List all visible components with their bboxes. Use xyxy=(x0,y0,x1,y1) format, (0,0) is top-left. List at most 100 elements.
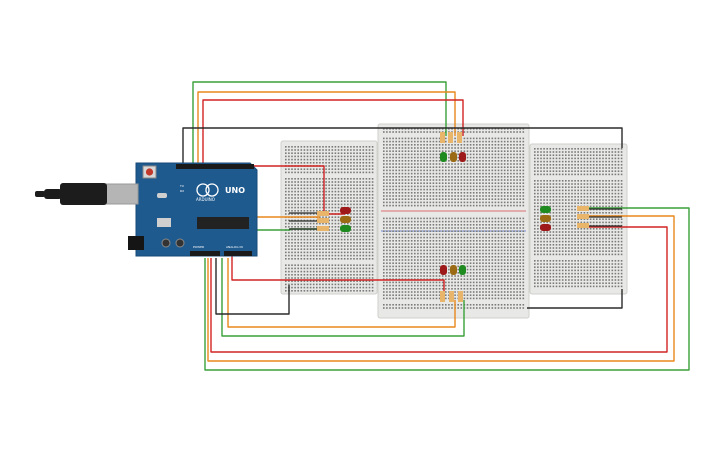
breadboard-hole[interactable] xyxy=(565,231,567,233)
breadboard-hole[interactable] xyxy=(485,140,487,143)
breadboard-hole[interactable] xyxy=(451,252,453,255)
breadboard-hole[interactable] xyxy=(325,162,327,164)
breadboard-hole[interactable] xyxy=(500,243,503,245)
breadboard-hole[interactable] xyxy=(291,194,293,196)
breadboard-hole[interactable] xyxy=(417,176,419,178)
breadboard-hole[interactable] xyxy=(432,307,435,309)
breadboard-hole[interactable] xyxy=(347,171,349,174)
breadboard-hole[interactable] xyxy=(522,230,525,232)
breadboard-hole[interactable] xyxy=(463,179,466,181)
breadboard-hole[interactable] xyxy=(404,166,407,168)
breadboard-hole[interactable] xyxy=(510,224,512,226)
breadboard-hole[interactable] xyxy=(596,164,598,166)
breadboard-hole[interactable] xyxy=(362,162,365,164)
breadboard-hole[interactable] xyxy=(306,155,309,158)
breadboard-hole[interactable] xyxy=(583,148,586,150)
breadboard-hole[interactable] xyxy=(407,137,410,140)
breadboard-hole[interactable] xyxy=(574,186,576,188)
breadboard-hole[interactable] xyxy=(337,277,340,279)
breadboard-hole[interactable] xyxy=(599,180,601,182)
breadboard-hole[interactable] xyxy=(555,148,558,150)
breadboard-hole[interactable] xyxy=(555,260,558,262)
breadboard-hole[interactable] xyxy=(322,238,324,241)
breadboard-hole[interactable] xyxy=(558,269,561,272)
breadboard-hole[interactable] xyxy=(417,259,419,261)
breadboard-hole[interactable] xyxy=(472,192,475,194)
breadboard-hole[interactable] xyxy=(485,128,487,130)
breadboard-hole[interactable] xyxy=(507,147,509,149)
breadboard-hole[interactable] xyxy=(516,128,518,130)
breadboard-hole[interactable] xyxy=(516,160,518,162)
breadboard-hole[interactable] xyxy=(466,140,469,143)
breadboard-hole[interactable] xyxy=(423,288,425,290)
breadboard-hole[interactable] xyxy=(513,240,515,242)
breadboard-hole[interactable] xyxy=(350,267,352,270)
breadboard-hole[interactable] xyxy=(522,307,525,309)
breadboard-hole[interactable] xyxy=(312,149,315,151)
breadboard-hole[interactable] xyxy=(494,137,497,140)
breadboard-hole[interactable] xyxy=(592,164,595,166)
breadboard-hole[interactable] xyxy=(325,181,327,183)
breadboard-hole[interactable] xyxy=(476,220,478,223)
breadboard-hole[interactable] xyxy=(438,172,441,175)
breadboard-hole[interactable] xyxy=(401,185,404,188)
breadboard-hole[interactable] xyxy=(407,240,410,242)
breadboard-hole[interactable] xyxy=(356,283,358,286)
breadboard-hole[interactable] xyxy=(451,172,453,175)
breadboard-hole[interactable] xyxy=(519,131,521,133)
breadboard-hole[interactable] xyxy=(507,284,509,287)
breadboard-hole[interactable] xyxy=(319,187,321,190)
breadboard-hole[interactable] xyxy=(549,282,552,284)
breadboard-hole[interactable] xyxy=(614,272,617,275)
breadboard-hole[interactable] xyxy=(368,158,371,161)
breadboard-hole[interactable] xyxy=(605,199,607,201)
breadboard-hole[interactable] xyxy=(507,240,509,242)
breadboard-hole[interactable] xyxy=(614,148,617,150)
breadboard-hole[interactable] xyxy=(303,251,306,254)
breadboard-hole[interactable] xyxy=(497,144,500,146)
breadboard-hole[interactable] xyxy=(608,263,610,265)
breadboard-hole[interactable] xyxy=(312,232,315,234)
breadboard-hole[interactable] xyxy=(497,185,500,188)
breadboard-hole[interactable] xyxy=(414,252,416,255)
breadboard-hole[interactable] xyxy=(466,147,469,149)
breadboard-hole[interactable] xyxy=(319,277,321,279)
breadboard-hole[interactable] xyxy=(522,297,525,300)
breadboard-hole[interactable] xyxy=(368,213,371,215)
breadboard-hole[interactable] xyxy=(537,183,539,185)
breadboard-hole[interactable] xyxy=(549,189,552,192)
breadboard-hole[interactable] xyxy=(343,238,346,241)
breadboard-hole[interactable] xyxy=(463,185,466,188)
breadboard-hole[interactable] xyxy=(365,264,368,266)
breadboard-hole[interactable] xyxy=(350,258,352,260)
breadboard-hole[interactable] xyxy=(316,203,318,206)
breadboard-hole[interactable] xyxy=(503,246,506,248)
breadboard-hole[interactable] xyxy=(288,149,290,151)
breadboard-hole[interactable] xyxy=(546,151,548,153)
breadboard-hole[interactable] xyxy=(328,178,330,180)
breadboard-hole[interactable] xyxy=(353,194,355,196)
breadboard-hole[interactable] xyxy=(503,233,506,236)
breadboard-hole[interactable] xyxy=(398,236,401,239)
breadboard-hole[interactable] xyxy=(404,195,407,197)
breadboard-hole[interactable] xyxy=(398,281,401,284)
breadboard-hole[interactable] xyxy=(392,230,394,232)
breadboard-hole[interactable] xyxy=(620,282,623,284)
breadboard-hole[interactable] xyxy=(404,240,407,242)
breadboard-hole[interactable] xyxy=(549,154,552,156)
breadboard-hole[interactable] xyxy=(368,254,371,257)
breadboard-hole[interactable] xyxy=(463,275,466,277)
breadboard-hole[interactable] xyxy=(448,128,450,130)
breadboard-hole[interactable] xyxy=(309,206,312,209)
breadboard-hole[interactable] xyxy=(586,186,589,188)
breadboard-hole[interactable] xyxy=(407,246,410,248)
breadboard-hole[interactable] xyxy=(404,172,407,175)
breadboard-hole[interactable] xyxy=(577,192,579,195)
breadboard-hole[interactable] xyxy=(494,220,497,223)
breadboard-hole[interactable] xyxy=(300,242,303,244)
breadboard-hole[interactable] xyxy=(482,259,484,261)
breadboard-hole[interactable] xyxy=(432,163,435,165)
breadboard-hole[interactable] xyxy=(617,151,620,153)
breadboard-hole[interactable] xyxy=(448,179,450,181)
breadboard-hole[interactable] xyxy=(500,156,503,159)
